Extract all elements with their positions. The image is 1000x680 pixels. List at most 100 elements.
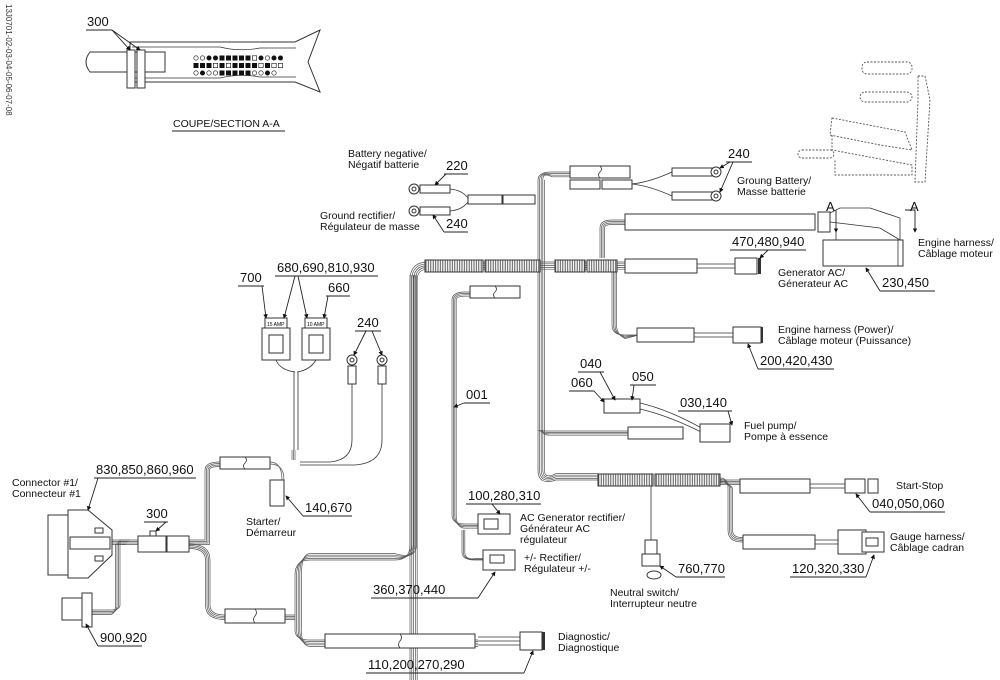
starter-trunk-strand [189,463,270,542]
mid-branch-strand [454,294,470,301]
harness-bundles [92,171,743,680]
ac-gen-rectifier-label-2: Générateur AC [520,523,590,535]
trunk-strand [409,261,625,680]
callout-001: 001 [466,387,488,402]
starter-strand [269,463,285,481]
connector-pin [193,70,199,76]
connector-pin [193,55,199,61]
connector-pin [200,70,206,76]
connector-1-label-en: Connector #1/ [12,477,78,489]
callout-470-480-940: 470,480,940 [732,234,804,249]
connector-pin [219,55,225,61]
connector-pin [232,62,238,68]
callout-760-770: 760,770 [678,561,725,576]
callout-240-terminals: 240 [357,315,379,330]
callout-300: 300 [146,506,168,521]
gauge-harness-label-en: Gauge harness/ [890,531,965,543]
callout-240-rectifier: 240 [446,216,468,231]
connector-pin [219,62,225,68]
fuel-pump-connector [603,398,731,443]
lower-left-strand [188,546,295,619]
callout-120-320-330: 120,320,330 [792,561,864,576]
battery-branch-strand [542,174,570,181]
connector-pin [213,62,219,68]
connector-pin [264,62,270,68]
fuel-pump-label-en: Fuel pump/ [744,420,797,432]
section-view: 300 COUPE/SECTION A-A [85,14,321,132]
ac-gen-rectifier-label-3: régulateur [520,534,568,546]
connector-pin [200,55,206,61]
diagnostic-label-en: Diagnostic/ [558,631,610,643]
rectifier-connector [482,549,516,571]
trunk-strand [413,265,625,680]
engine-harness-label-fr: Câblage moteur [918,248,993,260]
fuel-branch-strand [540,429,628,435]
diagnostic-sleeve-break-mark [398,633,402,649]
rect-strand [461,530,483,561]
section-marker-a-right: A [910,199,919,214]
rectifier-label-fr: Régulateur +/- [524,563,591,575]
battery-negative-label-en: Battery negative/ [348,148,427,160]
engine-power-label-fr: Câblage moteur (Puissance) [778,335,911,347]
ground-battery-sleeve-break-mark [598,165,602,179]
connector-pin [226,70,232,76]
callout-200-420-430: 200,420,430 [760,353,832,368]
trunk-strand [416,268,625,680]
connector-pin [226,55,232,61]
connector-pin [239,70,245,76]
connector-2 [61,592,93,628]
connector-pin [277,62,283,68]
callout-660: 660 [328,280,350,295]
neutral-switch-label-fr: Interrupteur neutre [610,598,697,610]
callout-220: 220 [446,158,468,173]
engine-power-label-en: Engine harness (Power)/ [778,324,894,336]
callout-110-200-270-290: 110,200,270,290 [368,657,465,672]
start-stop-connector [739,478,879,494]
ac-rect-strand [454,300,478,528]
lower-trunk-strand [544,180,598,477]
gauge-harness-label-fr: Câblage cadran [890,542,964,554]
connector-pin [193,62,199,68]
connector-pin [245,62,251,68]
generator-ac-label-fr: Génerateur AC [778,278,848,290]
start-stop-label: Start-Stop [896,480,943,492]
lower-trunk-strand [542,180,598,478]
callout-360-370-440: 360,370,440 [373,582,445,597]
callout-fuse-group: 680,690,810,930 [277,260,375,275]
connector-pin [206,70,212,76]
engine-outline-sketch [797,61,931,183]
splice-300 [137,530,190,553]
gauge-branch-strand [719,477,743,543]
lower-trunk-strand [540,180,598,480]
connector-pin [239,62,245,68]
connector-pin [252,70,258,76]
starter-connector [269,479,285,507]
engine-branch-strand [601,221,625,258]
rect-strand [464,530,483,560]
generator-ac-label-en: Generator AC/ [778,267,845,279]
connector-pin [258,70,264,76]
connector-pin [271,62,277,68]
mid-branch-strand [451,291,470,301]
callout-900-920: 900,920 [100,630,147,645]
connector-pin [232,70,238,76]
callout-240-battery: 240 [728,146,750,161]
connector-pin [252,55,258,61]
battery-negative-leads [408,183,536,217]
lower-left-sleeve-break-mark [253,608,257,624]
connector-pin [271,55,277,61]
battery-branch-strand [537,171,570,181]
battery-negative-label-fr: Négatif batterie [348,159,419,171]
starter-label-en: Starter/ [246,516,281,528]
connector-pin [206,62,212,68]
gauge-branch-strand [719,479,743,541]
callout-060: 060 [571,375,593,390]
neutral-switch [641,486,662,580]
connector-pin [219,70,225,76]
mid-branch-strand [455,295,470,301]
fuse-holders: 15 AMP 10 AMP [261,317,388,466]
engine-branch-strand [602,222,625,258]
ground-battery-label-en: Groung Battery/ [737,175,811,187]
callout-030-140: 030,140 [680,395,727,410]
